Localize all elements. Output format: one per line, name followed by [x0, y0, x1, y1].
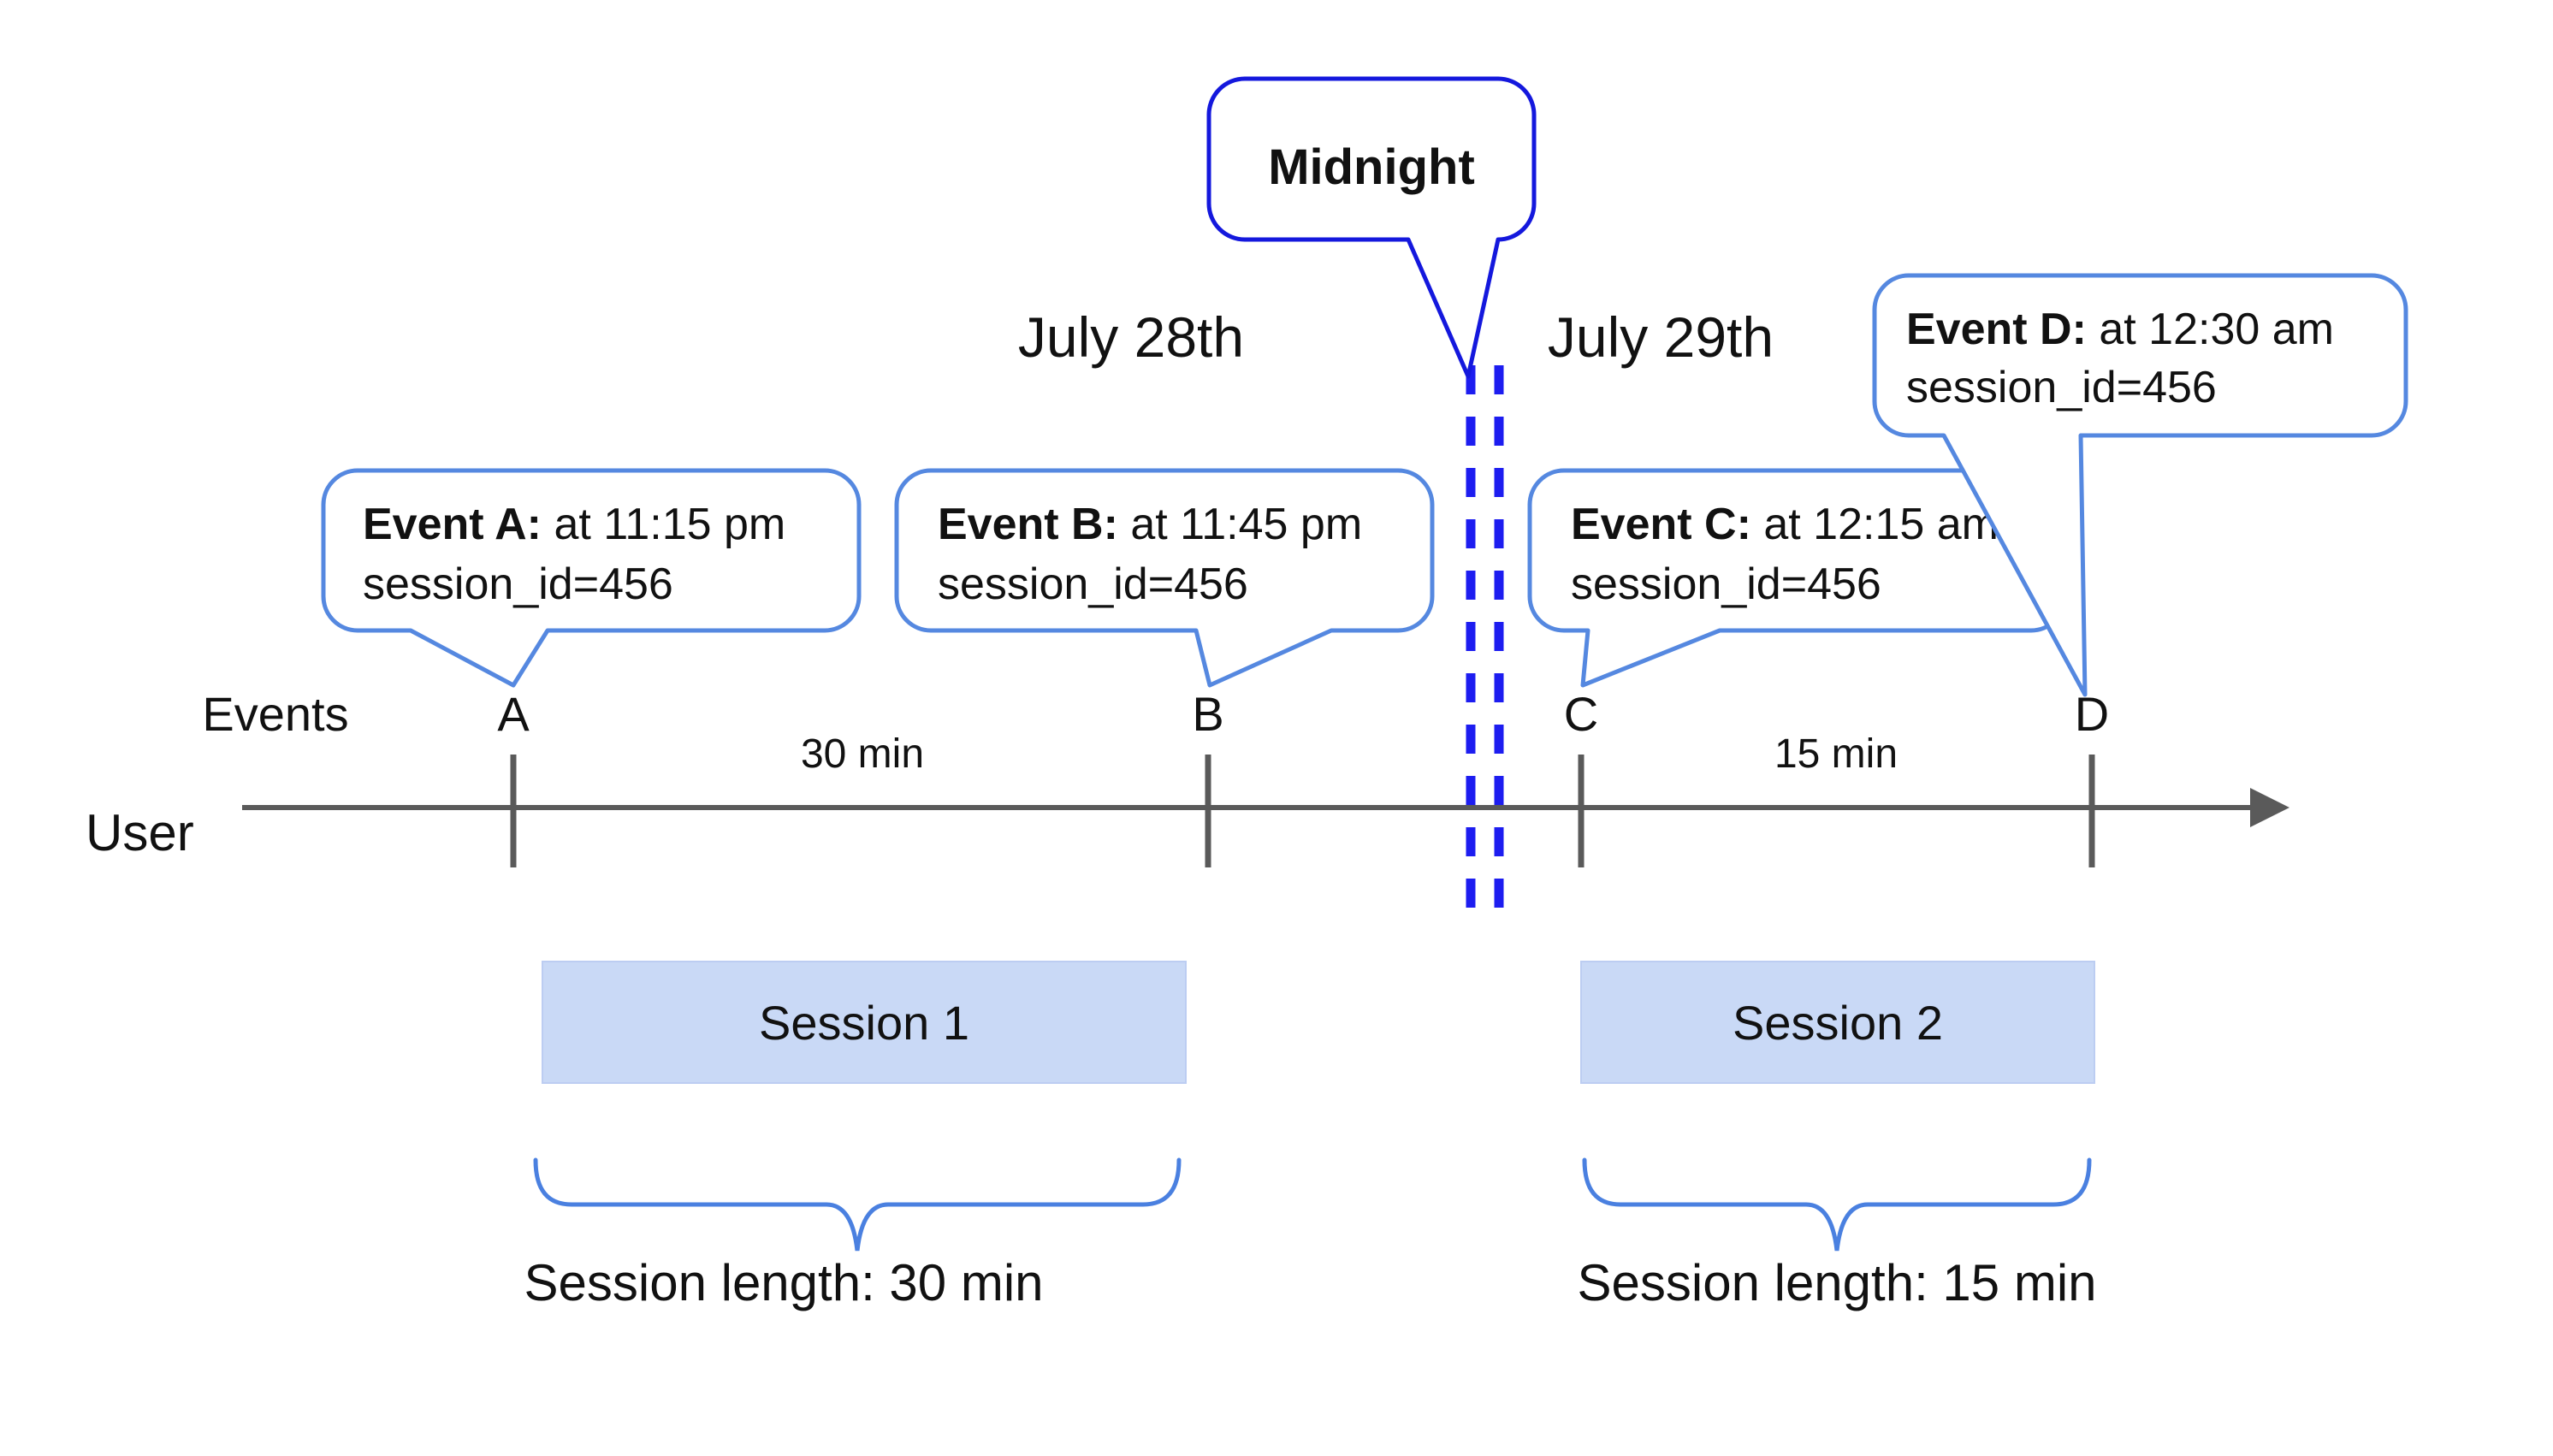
user-axis-label: User	[86, 804, 194, 861]
event-b-title: Event B:	[938, 500, 1118, 549]
event-d-callout: Event D: at 12:30 am session_id=456	[1872, 273, 2408, 697]
session-1-length-label: Session length: 30 min	[524, 1254, 1043, 1311]
session-2-group: Session 2 Session length: 15 min	[1577, 961, 2097, 1311]
midnight-bubble-shape	[1206, 76, 1537, 379]
tick-label-c: C	[1564, 687, 1598, 741]
event-c-title: Event C:	[1571, 500, 1751, 549]
interval-label-15min: 15 min	[1774, 731, 1898, 777]
events-axis-label: Events	[202, 687, 348, 741]
interval-label-30min: 30 min	[801, 731, 924, 777]
user-timeline	[242, 755, 2289, 867]
session-1-label: Session 1	[759, 996, 969, 1050]
midnight-boundary-lines	[1466, 365, 1504, 928]
date-label-july-28: July 28th	[1018, 305, 1244, 369]
session-2-brace-icon	[1582, 1157, 2092, 1252]
session-2-length-label: Session length: 15 min	[1577, 1254, 2096, 1311]
tick-label-a: A	[497, 687, 530, 741]
event-a-time: at 11:15 pm	[542, 500, 785, 549]
event-a-title: Event A:	[363, 500, 542, 549]
event-a-line2: session_id=456	[363, 559, 673, 609]
session-2-box	[1580, 961, 2095, 1084]
event-c-line1: Event C: at 12:15 am	[1571, 500, 1999, 549]
event-c-line2: session_id=456	[1571, 559, 1881, 609]
event-b-bubble-shape	[894, 468, 1435, 688]
date-label-july-29: July 29th	[1548, 305, 1774, 369]
event-b-callout: Event B: at 11:45 pm session_id=456	[894, 468, 1435, 688]
session-2-label: Session 2	[1733, 996, 1943, 1050]
event-d-bubble-shape	[1872, 273, 2408, 697]
event-b-line2: session_id=456	[938, 559, 1248, 609]
event-c-time: at 12:15 am	[1751, 500, 1999, 549]
session-1-box	[542, 961, 1187, 1084]
event-d-title: Event D:	[1906, 305, 2087, 354]
event-d-line1: Event D: at 12:30 am	[1906, 305, 2334, 354]
tick-label-d: D	[2075, 687, 2109, 741]
tick-label-b: B	[1192, 687, 1223, 741]
event-a-line1: Event A: at 11:15 pm	[363, 500, 785, 549]
event-d-line2: session_id=456	[1906, 363, 2217, 412]
midnight-callout: Midnight	[1206, 76, 1537, 379]
midnight-label: Midnight	[1268, 139, 1475, 195]
event-b-time: at 11:45 pm	[1118, 500, 1362, 549]
event-a-bubble-shape	[321, 468, 862, 688]
session-1-group: Session 1 Session length: 30 min	[524, 961, 1187, 1311]
session-1-brace-icon	[533, 1157, 1182, 1252]
event-a-callout: Event A: at 11:15 pm session_id=456	[321, 468, 862, 688]
event-d-time: at 12:30 am	[2087, 305, 2334, 354]
timeline-arrowhead-icon	[2250, 788, 2289, 827]
event-b-line1: Event B: at 11:45 pm	[938, 500, 1362, 549]
